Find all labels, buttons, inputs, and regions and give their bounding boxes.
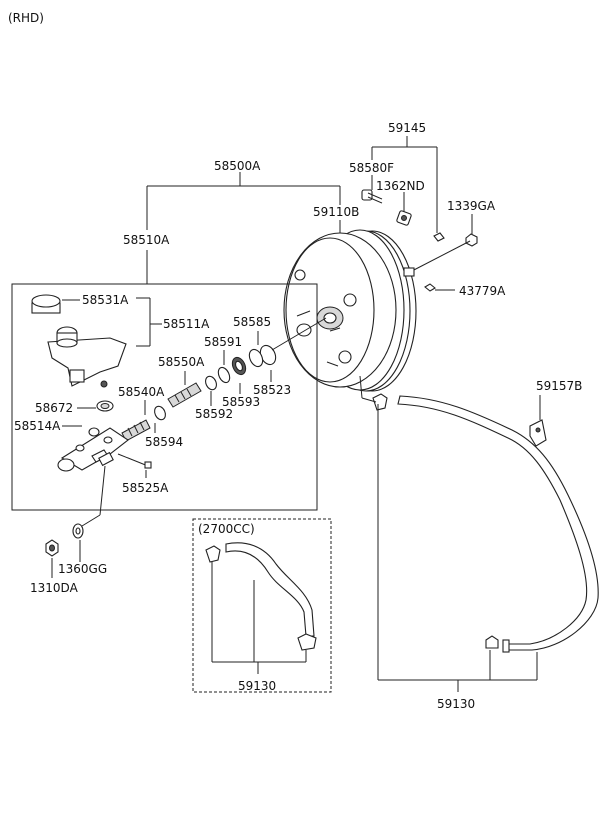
- callout-1360GG: 1360GG: [58, 562, 107, 576]
- primary-piston-58550A: [167, 382, 202, 408]
- booster-pushrod-line: [271, 317, 327, 351]
- callout-58510A: 58510A: [123, 233, 170, 247]
- valve-leader: [359, 375, 363, 399]
- callout-59110B: 59110B: [313, 205, 359, 219]
- callout-1310DA: 1310DA: [30, 581, 79, 595]
- callout-58525A: 58525A: [122, 481, 169, 495]
- cotter-pin: [433, 232, 445, 242]
- cup-58593: [217, 366, 231, 384]
- callout-58550A: 58550A: [158, 355, 205, 369]
- callout-59157B: 59157B: [536, 379, 582, 393]
- hose-clip-59157B: [529, 419, 547, 447]
- callout-58580F: 58580F: [349, 161, 394, 175]
- reservoir-58511A: [47, 326, 127, 388]
- leader-mount-2: [81, 514, 101, 527]
- callout-58593: 58593: [222, 395, 260, 409]
- stud-line: [409, 240, 471, 273]
- clevis-pin-58580F: [361, 189, 383, 204]
- callout-58500A: 58500A: [214, 159, 261, 173]
- hose-clamp-lower: [485, 635, 499, 649]
- callout-58511A: 58511A: [163, 317, 210, 331]
- callout-59130-inset: 59130: [238, 679, 276, 693]
- callout-58591: 58591: [204, 335, 242, 349]
- variant-2700cc-box: [192, 518, 332, 693]
- callout-1339GA: 1339GA: [447, 199, 496, 213]
- callout-58514A: 58514A: [14, 419, 61, 433]
- screw-58525A: [117, 453, 152, 469]
- bracket-59145: [371, 136, 438, 233]
- callout-58585: 58585: [233, 315, 271, 329]
- bracket-58500A: [146, 172, 341, 230]
- callout-59130-main: 59130: [437, 697, 475, 711]
- seal-58591: [231, 356, 247, 376]
- master-cylinder-box: [11, 283, 318, 511]
- callout-58672: 58672: [35, 401, 73, 415]
- hose-clamp-upper: [372, 393, 388, 411]
- nut-1339GA: [465, 233, 478, 247]
- nut-1310DA: [45, 539, 59, 557]
- leader-mount: [99, 465, 106, 516]
- callout-1362ND: 1362ND: [376, 179, 425, 193]
- callout-59145: 59145: [388, 121, 426, 135]
- bracket-59130-main: [377, 404, 538, 692]
- master-cylinder-body-58514A: [57, 427, 129, 472]
- grommet-58672: [96, 400, 114, 412]
- secondary-piston-58540A: [154, 405, 166, 421]
- vacuum-hose-inset: [205, 542, 317, 651]
- vacuum-hose-main: [397, 395, 599, 653]
- brake-booster-59110B: [283, 229, 417, 392]
- bracket-59130-inset: [211, 562, 307, 674]
- bracket-58511A: [136, 297, 162, 347]
- callout-58540A: 58540A: [118, 385, 165, 399]
- reservoir-cap-58531A: [31, 294, 61, 314]
- variant-label: (RHD): [8, 11, 44, 25]
- bolt-43779A: [424, 283, 455, 292]
- washer-58592: [205, 375, 217, 391]
- variant-2700cc-label: (2700CC): [198, 522, 255, 536]
- washer-1360GG: [72, 523, 84, 539]
- grommet-58585: [248, 348, 264, 368]
- callout-58594: 58594: [145, 435, 183, 449]
- valve-leader-2: [361, 397, 377, 403]
- callout-43779A: 43779A: [459, 284, 506, 298]
- callout-58523: 58523: [253, 383, 291, 397]
- callout-58531A: 58531A: [82, 293, 129, 307]
- callout-58592: 58592: [195, 407, 233, 421]
- clip-1362ND: [396, 210, 412, 226]
